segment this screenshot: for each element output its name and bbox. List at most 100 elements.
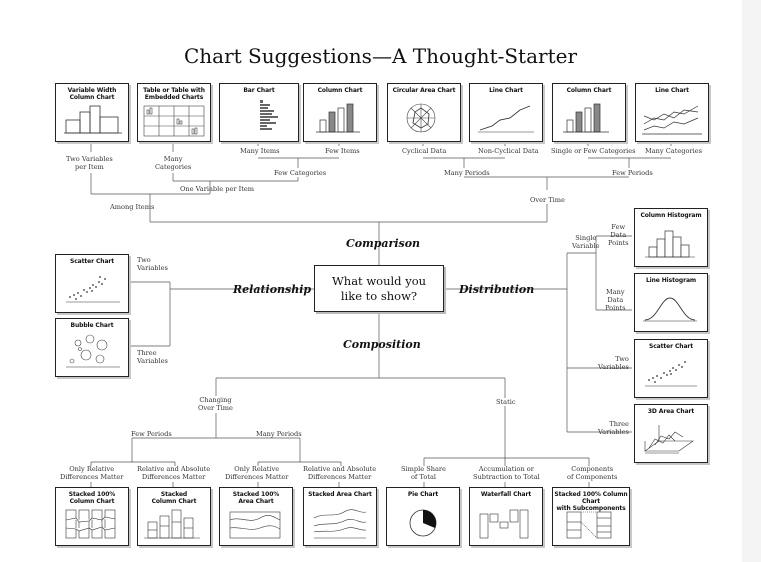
line-chart-icon — [478, 105, 534, 133]
table-embedded-charts-box: Table or Table with Embedded Charts — [137, 83, 211, 142]
category-distribution: Distribution — [459, 283, 535, 296]
stacked-100-area-chart-box: Stacked 100% Area Chart — [219, 487, 293, 546]
label-static: Static — [496, 398, 516, 406]
chart-box-title: Line Chart — [489, 87, 523, 94]
label-many-periods-bottom: Many Periods — [256, 430, 302, 438]
stacked-column-chart-box: Stacked Column Chart — [137, 487, 211, 546]
scatter-chart-icon — [645, 361, 697, 387]
3d-area-chart-box: 3D Area Chart — [634, 404, 708, 463]
chart-box-title: Stacked Area Chart — [308, 491, 372, 498]
stacked-column-icon — [144, 509, 200, 539]
label-single-variable: Single Variable — [572, 234, 600, 250]
waterfall-chart-icon — [479, 509, 529, 539]
scatter-chart-relationship-box: Scatter Chart — [55, 254, 129, 313]
line-chart-many-box: Line Chart — [635, 83, 709, 142]
stacked-100-column-icon — [65, 509, 116, 539]
chart-box-title: Line Chart — [655, 87, 689, 94]
chart-box-title: Scatter Chart — [648, 343, 694, 350]
scatter-chart-distribution-box: Scatter Chart — [634, 339, 708, 398]
bubble-chart-icon — [66, 334, 120, 368]
label-few-items: Few Items — [325, 147, 360, 155]
label-relative-absolute-1: Relative and Absolute Differences Matter — [137, 465, 211, 481]
label-over-time: Over Time — [530, 196, 565, 204]
circular-area-icon — [406, 103, 436, 133]
label-two-variables-per-item: Two Variables per Item — [66, 155, 113, 171]
chart-box-title: Scatter Chart — [69, 258, 115, 265]
chart-box-title: Stacked 100% Area Chart — [232, 491, 280, 505]
category-relationship: Relationship — [233, 283, 312, 296]
chart-box-title: Column Chart — [566, 87, 612, 94]
pie-chart-icon — [409, 509, 437, 537]
column-histogram-box: Column Histogram — [634, 208, 708, 267]
label-few-periods: Few Periods — [131, 430, 172, 438]
category-composition: Composition — [343, 338, 421, 351]
waterfall-chart-box: Waterfall Chart — [469, 487, 543, 546]
page-title: Chart Suggestions—A Thought-Starter — [183, 44, 578, 68]
label-only-relative-1: Only Relative Differences Matter — [60, 465, 124, 481]
stacked-100-column-chart-box: Stacked 100% Column Chart — [55, 487, 129, 546]
pie-chart-box: Pie Chart — [386, 487, 460, 546]
stacked-100-column-subcomponents-box: Stacked 100% Column Chart with Subcompon… — [552, 487, 630, 546]
label-single-few-categories: Single or Few Categories — [551, 147, 636, 155]
column-chart-over-time-box: Column Chart — [552, 83, 626, 142]
multi-line-chart-icon — [642, 105, 702, 135]
chart-box-title: Waterfall Chart — [480, 491, 532, 498]
variable-width-column-chart-box: Variable Width Column Chart — [55, 83, 129, 142]
label-non-cyclical-data: Non-Cyclical Data — [478, 147, 539, 155]
chart-box-title: Column Histogram — [640, 212, 702, 219]
scatter-chart-icon — [66, 276, 120, 303]
label-accumulation-subtraction: Accumulation or Subtraction to Total — [473, 465, 540, 481]
chart-box-title: Pie Chart — [407, 491, 439, 498]
label-changing-over-time: Changing Over Time — [198, 396, 233, 412]
label-few-periods-top: Few Periods — [612, 169, 653, 177]
table-icon — [143, 105, 205, 137]
label-many-data-points: Many Data Points — [605, 288, 626, 312]
variable-width-column-icon — [64, 105, 122, 134]
chart-box-title: Bubble Chart — [70, 322, 114, 329]
label-many-periods-top: Many Periods — [444, 169, 490, 177]
label-two-variables-distribution: Two Variables — [598, 355, 629, 371]
category-comparison: Comparison — [346, 237, 421, 250]
chart-box-title: Circular Area Chart — [392, 87, 456, 94]
label-cyclical-data: Cyclical Data — [402, 147, 447, 155]
label-relative-absolute-2: Relative and Absolute Differences Matter — [303, 465, 377, 481]
label-few-data-points: Few Data Points — [608, 223, 629, 247]
chart-box-title: Stacked 100% Column Chart with Subcompon… — [554, 491, 628, 512]
column-histogram-icon — [645, 230, 695, 258]
line-histogram-icon — [643, 297, 697, 322]
line-histogram-box: Line Histogram — [634, 273, 708, 332]
line-chart-few-box: Line Chart — [469, 83, 543, 142]
chart-box-title: Variable Width Column Chart — [67, 87, 117, 101]
chart-box-title: 3D Area Chart — [647, 408, 695, 415]
label-one-variable-per-item: One Variable per Item — [180, 185, 255, 193]
stacked-column-subcomponents-icon — [566, 511, 612, 539]
label-only-relative-2: Only Relative Differences Matter — [225, 465, 289, 481]
label-components-of-components: Components of Components — [567, 465, 618, 481]
column-chart-icon — [563, 103, 609, 133]
chart-box-title: Stacked Column Chart — [151, 491, 197, 505]
column-chart-few-items-box: Column Chart — [303, 83, 377, 142]
bar-chart-box: Bar Chart — [219, 83, 299, 142]
label-many-categories-top: Many Categories — [155, 155, 192, 171]
3d-area-chart-icon — [644, 425, 694, 454]
label-many-categories: Many Categories — [645, 147, 703, 155]
chart-box-title: Table or Table with Embedded Charts — [143, 87, 205, 101]
label-simple-share: Simple Share of Total — [401, 465, 446, 481]
chart-box-title: Line Histogram — [645, 277, 697, 284]
bar-chart-icon — [260, 100, 278, 130]
page-margin — [742, 0, 761, 562]
chart-box-title: Bar Chart — [243, 87, 275, 94]
column-chart-icon — [316, 103, 360, 133]
label-many-items: Many Items — [240, 147, 280, 155]
stacked-100-area-icon — [229, 511, 281, 539]
label-two-variables-relationship: Two Variables — [137, 256, 168, 272]
circular-area-chart-box: Circular Area Chart — [387, 83, 461, 142]
stacked-area-chart-box: Stacked Area Chart — [303, 487, 377, 546]
label-three-variables-relationship: Three Variables — [137, 349, 168, 365]
bubble-chart-box: Bubble Chart — [55, 318, 129, 377]
stacked-area-icon — [313, 509, 367, 539]
label-among-items: Among Items — [110, 203, 155, 211]
chart-box-title: Column Chart — [317, 87, 363, 94]
